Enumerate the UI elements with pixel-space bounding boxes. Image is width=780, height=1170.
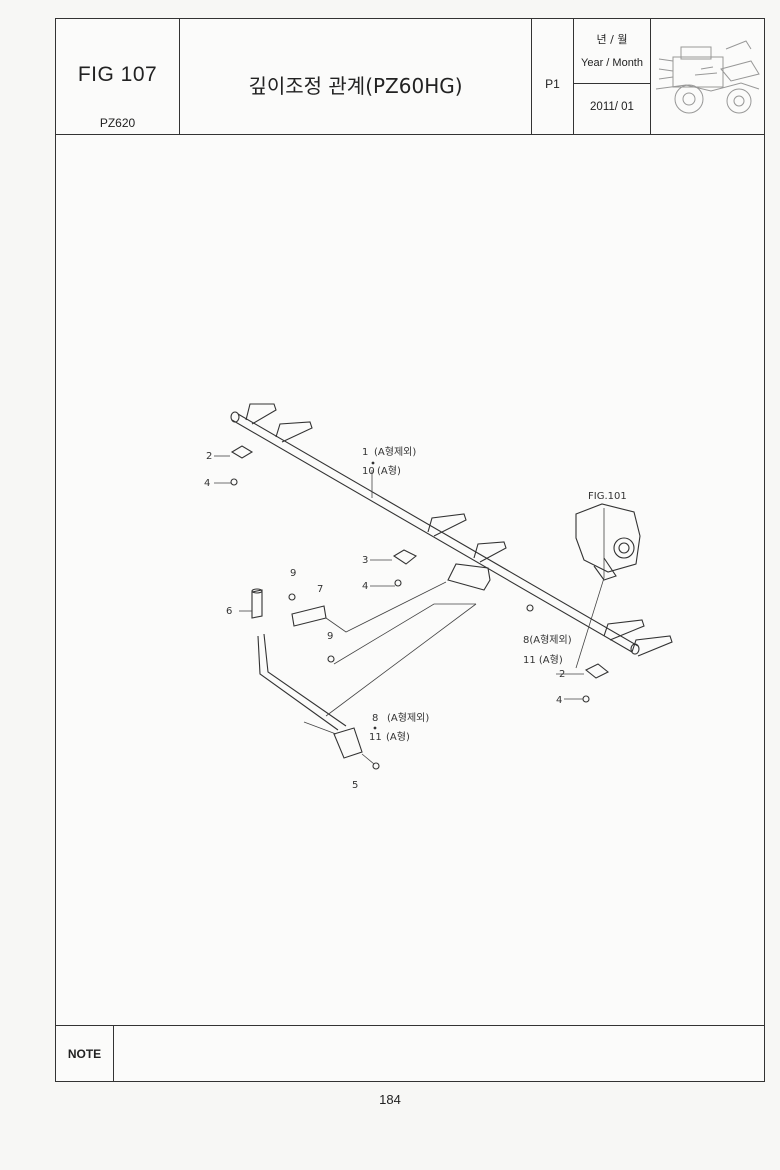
gearbox-body bbox=[575, 503, 641, 573]
leader-fig101 bbox=[575, 508, 605, 669]
callout-1-dot bbox=[371, 461, 375, 465]
callout-4-right: 4 bbox=[556, 695, 562, 706]
bracket-right-2 bbox=[631, 635, 673, 657]
nut-upper bbox=[288, 593, 296, 601]
page-ref-cell: P1 bbox=[532, 19, 574, 134]
leader-link-3 bbox=[325, 603, 477, 717]
fig-cell: FIG 107 PZ620 bbox=[56, 19, 180, 134]
parts-diagram: 1 (A형제외) 10 (A형) FIG.101 2 4 3 4 9 7 6 9… bbox=[56, 134, 764, 1028]
lever-rod-a bbox=[257, 635, 339, 731]
center-mount-bracket bbox=[447, 563, 491, 591]
callout-8-right: 8(A형제외) bbox=[523, 634, 572, 646]
bracket-mid-1 bbox=[427, 513, 467, 537]
fig-number: FIG 107 bbox=[77, 63, 158, 86]
callout-10-desc: (A형) bbox=[377, 465, 401, 477]
model-code: PZ620 bbox=[99, 116, 136, 130]
date-label-en: Year / Month bbox=[581, 57, 643, 69]
callout-11-bot-desc: (A형) bbox=[386, 731, 410, 743]
note-label: NOTE bbox=[56, 1026, 114, 1081]
date-label-ko: 년 / 월 bbox=[596, 33, 628, 46]
callout-2-right: 2 bbox=[559, 669, 565, 680]
bolt-right bbox=[582, 695, 590, 703]
callout-7: 7 bbox=[317, 584, 323, 595]
callout-4-top: 4 bbox=[204, 478, 210, 489]
title-block: FIG 107 PZ620 깊이조정 관계(PZ60HG) P1 년 / 월 Y… bbox=[56, 19, 764, 135]
bolt-left bbox=[230, 478, 238, 486]
callout-5: 5 bbox=[352, 780, 358, 791]
callout-9-top: 9 bbox=[290, 568, 296, 579]
gearbox-flange bbox=[613, 537, 635, 559]
leader-link-4 bbox=[303, 721, 337, 735]
callout-8-bot: 8 bbox=[372, 713, 378, 724]
clip-left bbox=[230, 445, 254, 459]
callout-6: 6 bbox=[226, 606, 232, 617]
main-frame-pipe-top bbox=[231, 419, 633, 653]
pipe-end-right bbox=[630, 643, 640, 655]
bolt-mid bbox=[394, 579, 402, 587]
page-ref: P1 bbox=[545, 77, 560, 91]
leader-link-1 bbox=[325, 581, 447, 633]
callout-3: 3 bbox=[362, 555, 368, 566]
date-cell: 년 / 월 Year / Month 2011/ 01 bbox=[574, 19, 651, 134]
tractor-thumbnail-image bbox=[655, 40, 760, 114]
callout-10: 10 bbox=[362, 466, 375, 477]
callout-fig101: FIG.101 bbox=[588, 491, 627, 502]
lever-rod-b bbox=[263, 633, 347, 727]
note-row: NOTE bbox=[56, 1025, 764, 1081]
main-frame-pipe-bottom bbox=[237, 413, 639, 647]
callout-2-top: 2 bbox=[206, 451, 212, 462]
gearbox-boss bbox=[593, 557, 617, 581]
callout-8-bot-dot bbox=[373, 726, 377, 730]
callout-11-right: 11 (A형) bbox=[523, 654, 563, 666]
handle-grip-top bbox=[251, 588, 263, 594]
bracket-right-1 bbox=[603, 619, 645, 641]
page-frame: FIG 107 PZ620 깊이조정 관계(PZ60HG) P1 년 / 월 Y… bbox=[55, 18, 765, 1082]
clip-mid bbox=[392, 549, 418, 565]
nut-right bbox=[526, 604, 534, 612]
page-title: 깊이조정 관계(PZ60HG) bbox=[248, 74, 463, 98]
link-plate bbox=[291, 605, 327, 627]
date-divider bbox=[574, 83, 650, 84]
callout-11-bot: 11 bbox=[369, 732, 382, 743]
callout-9-bot: 9 bbox=[327, 631, 333, 642]
callout-1-desc: (A형제외) bbox=[374, 446, 416, 458]
callout-4-mid: 4 bbox=[362, 581, 368, 592]
gearbox-flange-inner bbox=[618, 542, 630, 554]
bracket-left-1 bbox=[245, 403, 277, 425]
callout-8-bot-desc: (A형제외) bbox=[387, 712, 429, 724]
parts-diagram-svg: 1 (A형제외) 10 (A형) FIG.101 2 4 3 4 9 7 6 9… bbox=[204, 403, 673, 791]
date-value: 2011/ 01 bbox=[590, 101, 634, 113]
machine-thumbnail bbox=[651, 19, 764, 134]
lever-base bbox=[333, 727, 363, 759]
title-cell: 깊이조정 관계(PZ60HG) bbox=[180, 19, 532, 134]
leader-link-2 bbox=[333, 603, 476, 665]
leader-bolt-lower bbox=[361, 753, 375, 765]
page-number: 184 bbox=[379, 1092, 401, 1107]
bracket-left-2 bbox=[275, 421, 313, 443]
callout-1: 1 bbox=[362, 447, 368, 458]
bracket-mid-2 bbox=[473, 541, 507, 563]
clip-right bbox=[584, 663, 610, 679]
pipe-end-left bbox=[230, 411, 240, 423]
bolt-lower bbox=[372, 762, 380, 770]
handle-grip bbox=[251, 589, 263, 619]
nut-lower bbox=[327, 655, 335, 663]
